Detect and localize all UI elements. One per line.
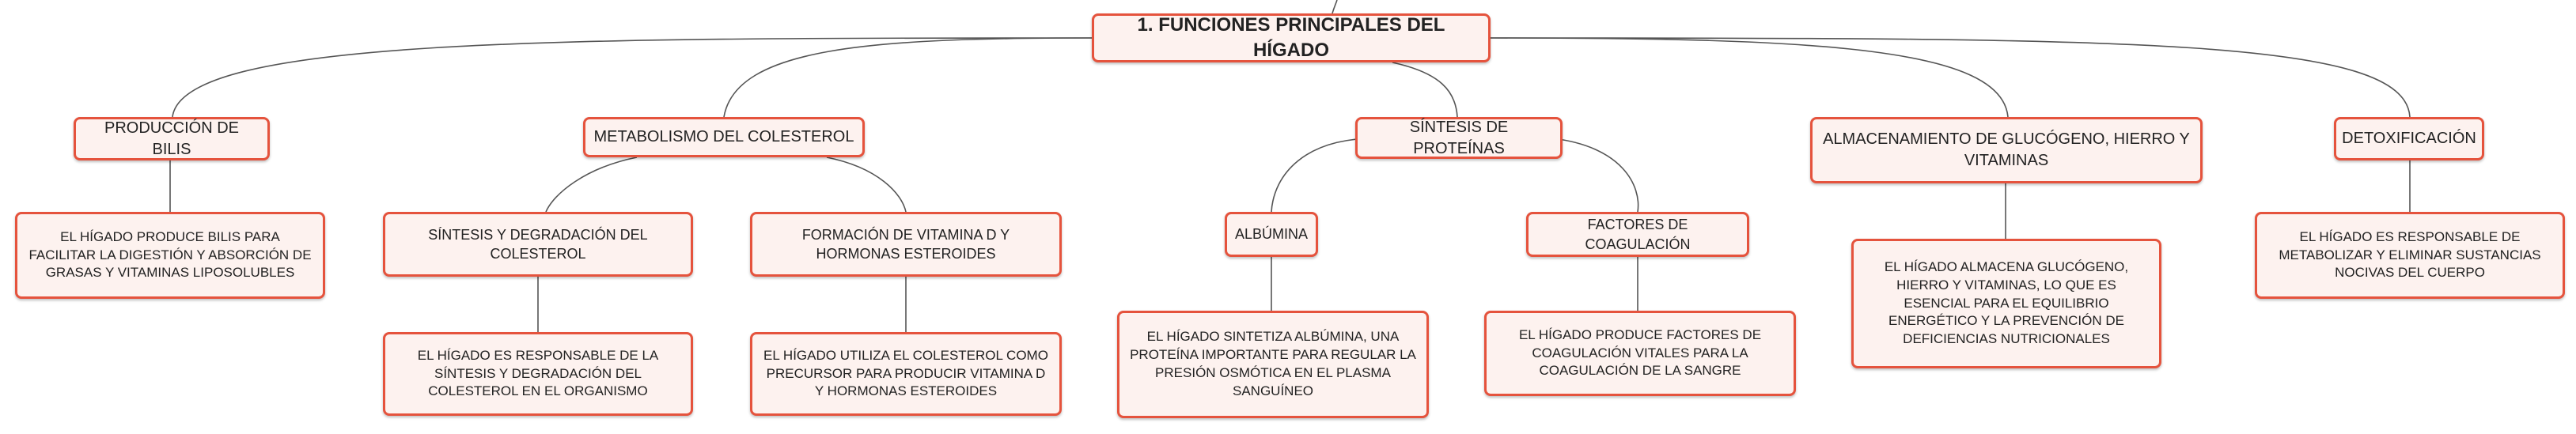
root-label: 1. FUNCIONES PRINCIPALES DEL HÍGADO xyxy=(1137,13,1445,61)
subtopic-factores-coagulacion[interactable]: FACTORES DE COAGULACIÓN xyxy=(1526,212,1749,257)
detail-text: EL HÍGADO PRODUCE BILIS PARA FACILITAR L… xyxy=(28,228,312,281)
subtopic-label: FORMACIÓN DE VITAMINA D Y HORMONAS ESTER… xyxy=(801,226,1010,262)
subtopic-label: ALBÚMINA xyxy=(1234,226,1309,243)
link-root-colesterol xyxy=(723,37,1093,118)
detail-text: EL HÍGADO SINTETIZA ALBÚMINA, UNA PROTEÍ… xyxy=(1130,329,1416,398)
detail-text: EL HÍGADO ES RESPONSABLE DE METABOLIZAR … xyxy=(2279,228,2541,281)
topic-detoxificacion[interactable]: DETOXIFICACIÓN xyxy=(2334,117,2484,160)
topic-produccion-bilis[interactable]: PRODUCCIÓN DE BILIS xyxy=(74,117,270,160)
link-root-bilis xyxy=(172,37,1093,118)
link-root-detox xyxy=(1490,37,2411,118)
topic-label: METABOLISMO DEL COLESTEROL xyxy=(593,128,854,145)
detail-text: EL HÍGADO PRODUCE FACTORES DE COAGULACIÓ… xyxy=(1518,326,1762,379)
topic-label: SÍNTESIS DE PROTEÍNAS xyxy=(1409,118,1509,157)
subtopic-label: FACTORES DE COAGULACIÓN xyxy=(1585,217,1691,252)
topic-label: PRODUCCIÓN DE BILIS xyxy=(104,119,239,158)
detail-sintesis-colesterol[interactable]: EL HÍGADO ES RESPONSABLE DE LA SÍNTESIS … xyxy=(383,332,693,416)
link-proteinas-albumina xyxy=(1271,138,1376,213)
detail-albumina[interactable]: EL HÍGADO SINTETIZA ALBÚMINA, UNA PROTEÍ… xyxy=(1117,311,1429,418)
detail-text: EL HÍGADO ALMACENA GLUCÓGENO, HIERRO Y V… xyxy=(1884,259,2129,347)
subtopic-sintesis-colesterol[interactable]: SÍNTESIS Y DEGRADACIÓN DEL COLESTEROL xyxy=(383,212,693,277)
link-colesterol-sintesis xyxy=(545,157,638,213)
link-root-proteinas xyxy=(1392,62,1458,118)
detail-detoxificacion[interactable]: EL HÍGADO ES RESPONSABLE DE METABOLIZAR … xyxy=(2255,212,2565,299)
detail-text: EL HÍGADO UTILIZA EL COLESTEROL COMO PRE… xyxy=(763,347,1048,399)
detail-vitamina-d[interactable]: EL HÍGADO UTILIZA EL COLESTEROL COMO PRE… xyxy=(750,332,1062,416)
detail-text: EL HÍGADO ES RESPONSABLE DE LA SÍNTESIS … xyxy=(417,347,659,399)
link-colesterol-vitamina xyxy=(826,157,907,213)
topic-label: DETOXIFICACIÓN xyxy=(2342,130,2476,147)
topic-almacenamiento[interactable]: ALMACENAMIENTO DE GLUCÓGENO, HIERRO Y VI… xyxy=(1810,117,2203,183)
root-node[interactable]: 1. FUNCIONES PRINCIPALES DEL HÍGADO xyxy=(1092,13,1491,62)
topic-label: ALMACENAMIENTO DE GLUCÓGENO, HIERRO Y VI… xyxy=(1823,130,2190,169)
subtopic-label: SÍNTESIS Y DEGRADACIÓN DEL COLESTEROL xyxy=(428,226,648,262)
subtopic-vitamina-d[interactable]: FORMACIÓN DE VITAMINA D Y HORMONAS ESTER… xyxy=(750,212,1062,277)
detail-coagulacion[interactable]: EL HÍGADO PRODUCE FACTORES DE COAGULACIÓ… xyxy=(1484,311,1796,396)
subtopic-albumina[interactable]: ALBÚMINA xyxy=(1225,212,1318,257)
topic-metabolismo-colesterol[interactable]: METABOLISMO DEL COLESTEROL xyxy=(583,117,865,157)
link-root-almacenamiento xyxy=(1490,37,2009,118)
detail-bilis[interactable]: EL HÍGADO PRODUCE BILIS PARA FACILITAR L… xyxy=(15,212,325,299)
detail-almacenamiento[interactable]: EL HÍGADO ALMACENA GLUCÓGENO, HIERRO Y V… xyxy=(1851,239,2161,368)
link-parent-root xyxy=(1332,0,1338,14)
link-proteinas-coagulacion xyxy=(1551,138,1639,213)
topic-sintesis-proteinas[interactable]: SÍNTESIS DE PROTEÍNAS xyxy=(1355,117,1563,159)
